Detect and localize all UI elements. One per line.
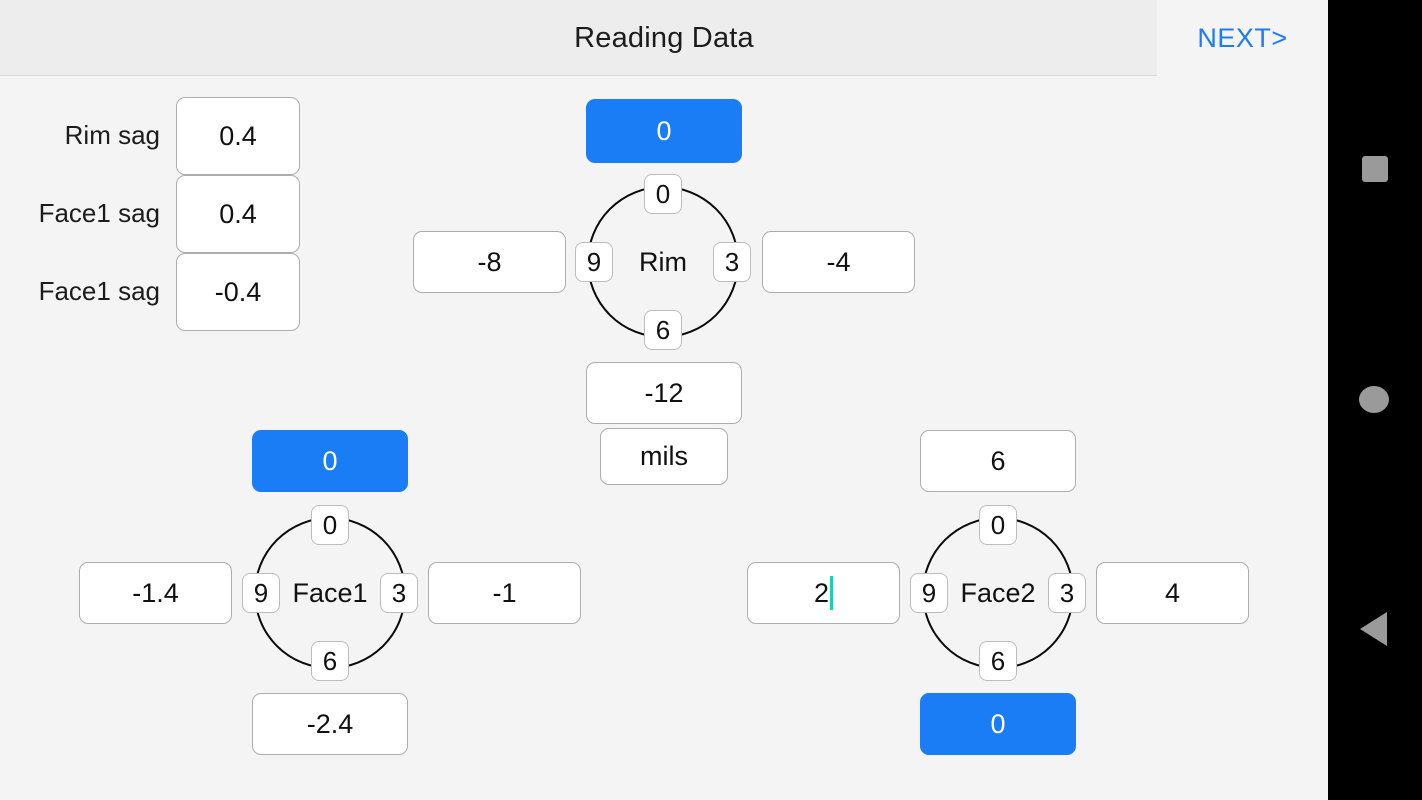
- sidebar-value-rim-sag[interactable]: 0.4: [176, 97, 300, 175]
- face2-top-field[interactable]: 6: [920, 430, 1076, 492]
- rim-dial: Rim 0 3 6 9: [575, 174, 751, 350]
- sidebar-label-face1-sag-b: Face1 sag: [38, 276, 160, 306]
- face2-clock-9[interactable]: 9: [910, 573, 948, 613]
- face2-clock-6[interactable]: 6: [979, 641, 1017, 681]
- face2-dial: Face2 0 3 6 9: [910, 505, 1086, 681]
- face2-clock-0[interactable]: 0: [979, 505, 1017, 545]
- face1-dial-label: Face1: [292, 577, 368, 608]
- face1-clock-3[interactable]: 3: [380, 573, 418, 613]
- face2-left-value: 2: [813, 577, 830, 608]
- home-circle-icon[interactable]: [1359, 386, 1389, 413]
- next-button[interactable]: NEXT>: [1157, 0, 1328, 76]
- app-header: Reading Data: [0, 0, 1328, 76]
- face1-clock-0[interactable]: 0: [311, 505, 349, 545]
- face1-right-field[interactable]: -1: [428, 562, 581, 624]
- face2-left-field[interactable]: 2: [747, 562, 900, 624]
- rim-clock-9[interactable]: 9: [575, 242, 613, 282]
- face2-bottom-field[interactable]: 0: [920, 693, 1076, 755]
- rim-clock-6[interactable]: 6: [644, 310, 682, 350]
- face2-right-field[interactable]: 4: [1096, 562, 1249, 624]
- face1-left-field[interactable]: -1.4: [79, 562, 232, 624]
- rim-top-field[interactable]: 0: [586, 99, 742, 163]
- face1-clock-9[interactable]: 9: [242, 573, 280, 613]
- rim-clock-3[interactable]: 3: [713, 242, 751, 282]
- face1-dial: Face1 0 3 6 9: [242, 505, 418, 681]
- rim-clock-0[interactable]: 0: [644, 174, 682, 214]
- face1-bottom-field[interactable]: -2.4: [252, 693, 408, 755]
- rim-bottom-field[interactable]: -12: [586, 362, 742, 424]
- next-button-label: NEXT>: [1197, 22, 1288, 53]
- recents-square-icon[interactable]: [1362, 156, 1388, 182]
- face1-top-field[interactable]: 0: [252, 430, 408, 492]
- rim-dial-label: Rim: [639, 246, 687, 277]
- face1-clock-6[interactable]: 6: [311, 641, 349, 681]
- text-cursor: [830, 576, 834, 610]
- rim-right-field[interactable]: -4: [762, 231, 915, 293]
- rim-left-field[interactable]: -8: [413, 231, 566, 293]
- face2-clock-3[interactable]: 3: [1048, 573, 1086, 613]
- page-title: Reading Data: [574, 21, 754, 54]
- sidebar-label-face1-sag-a: Face1 sag: [38, 198, 160, 228]
- units-field[interactable]: mils: [600, 428, 728, 485]
- face2-dial-label: Face2: [960, 577, 1036, 608]
- back-triangle-icon[interactable]: [1360, 612, 1387, 646]
- sidebar-label-rim-sag: Rim sag: [64, 120, 160, 150]
- sidebar-value-face1-sag-b[interactable]: -0.4: [176, 253, 300, 331]
- sidebar-value-face1-sag-a[interactable]: 0.4: [176, 175, 300, 253]
